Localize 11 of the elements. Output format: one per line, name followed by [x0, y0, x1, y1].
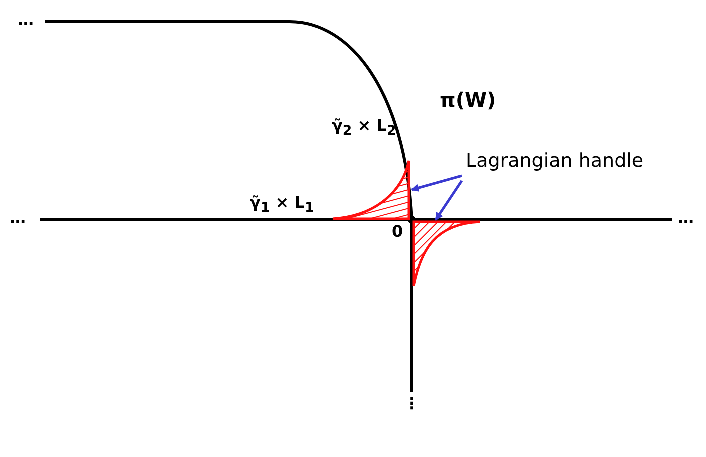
- ellipsis: …: [678, 210, 694, 226]
- curve-label: γ̃$_{1}$ × L$_{1}$: [250, 195, 314, 216]
- ellipsis: ⋮: [404, 396, 420, 412]
- ellipsis: …: [10, 210, 26, 226]
- leader-arrow: [411, 174, 462, 192]
- leader-arrow: [434, 180, 464, 221]
- space-label: π(W): [440, 90, 496, 110]
- origin-label: 0: [392, 224, 404, 240]
- ellipsis: …: [18, 12, 34, 28]
- curve-label: γ̃$_{2}$ × L$_{2}$: [332, 118, 396, 139]
- callout-label: Lagrangian handle: [466, 150, 644, 172]
